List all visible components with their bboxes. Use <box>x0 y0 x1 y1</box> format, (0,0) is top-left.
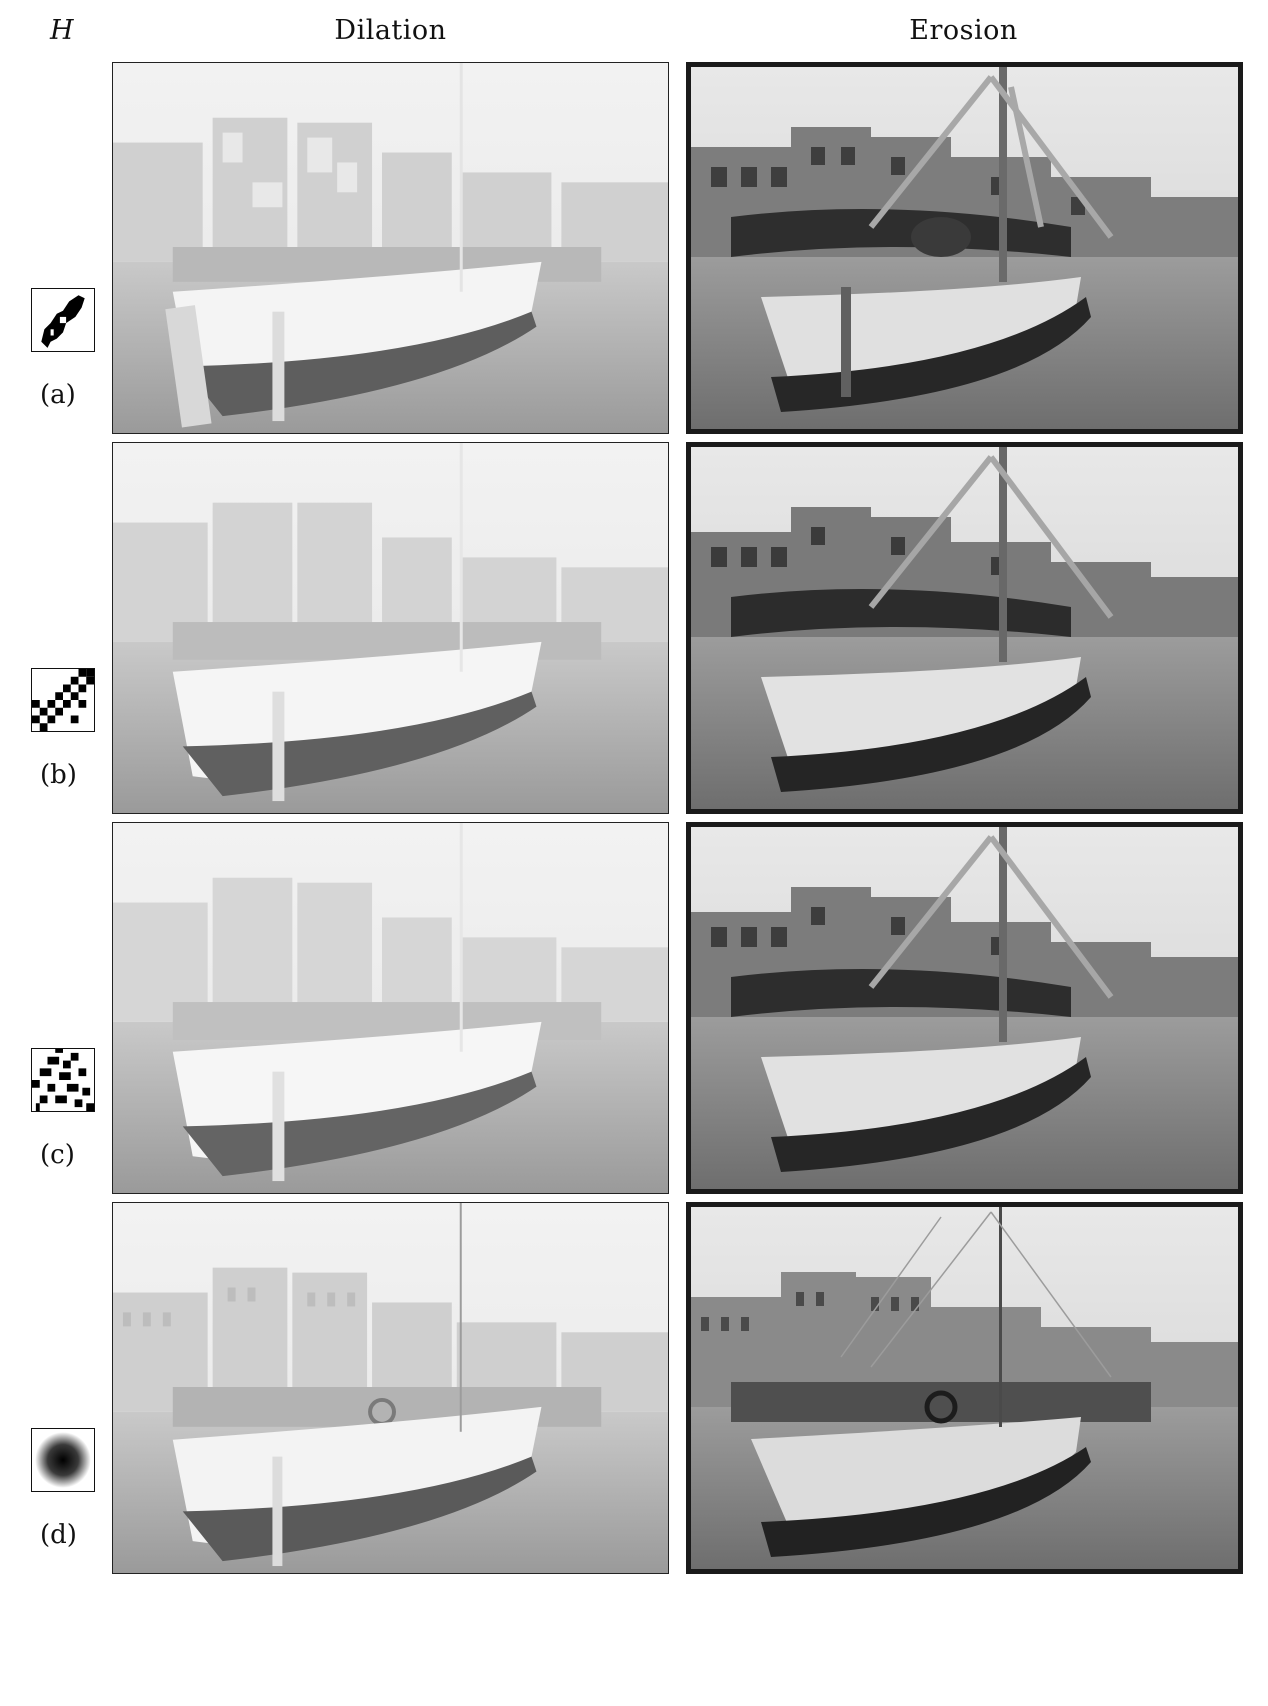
dilation-panel-c <box>112 822 669 1194</box>
dilation-panel-b <box>112 442 669 814</box>
kernel-column-header: H <box>50 15 75 46</box>
row-label-b: (b) <box>40 760 77 790</box>
erosion-panel-c <box>686 822 1243 1194</box>
kernel-a-icon <box>31 288 95 352</box>
row-b: (b) <box>0 442 1268 820</box>
row-c: (c) <box>0 822 1268 1200</box>
erosion-panel-b <box>686 442 1243 814</box>
erosion-panel-d <box>686 1202 1243 1574</box>
row-label-d: (d) <box>40 1520 77 1550</box>
erosion-panel-a <box>686 62 1243 434</box>
dilation-panel-d <box>112 1202 669 1574</box>
row-d: (d) <box>0 1202 1268 1580</box>
kernel-c-icon <box>31 1048 95 1112</box>
dilation-panel-a <box>112 62 669 434</box>
dilation-column-header: Dilation <box>334 15 447 46</box>
kernel-d-icon <box>31 1428 95 1492</box>
erosion-column-header: Erosion <box>909 15 1018 46</box>
row-label-a: (a) <box>40 380 76 410</box>
row-a: (a) <box>0 62 1268 440</box>
row-label-c: (c) <box>40 1140 75 1170</box>
kernel-b-icon <box>31 668 95 732</box>
